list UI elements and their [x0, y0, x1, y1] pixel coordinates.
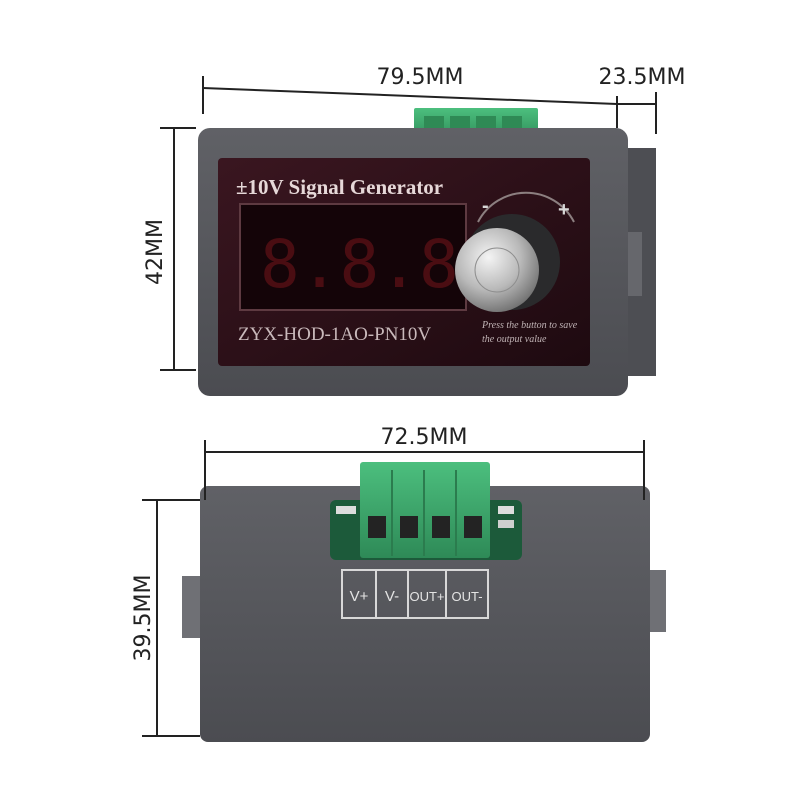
- side-clip: [626, 232, 642, 296]
- pcb-component: [498, 520, 514, 528]
- dimension-bottom-height: 39.5MM: [131, 499, 200, 737]
- terminal-label-vplus: V+: [350, 588, 369, 605]
- terminal-screw: [432, 516, 450, 538]
- knob-arc: [477, 191, 575, 223]
- dim-bottom-width-label: 72.5MM: [381, 425, 468, 450]
- dimension-bottom-width: 72.5MM: [204, 425, 645, 500]
- terminal-screw: [368, 516, 386, 538]
- knob-minus-label: -: [482, 195, 489, 217]
- terminal-label-vminus: V-: [385, 588, 399, 605]
- panel-note-line2: the output value: [482, 334, 547, 345]
- pcb-component: [336, 506, 356, 514]
- rear-clip-left: [182, 576, 204, 638]
- pcb-component: [498, 506, 514, 514]
- knob-plus-label: +: [558, 199, 570, 221]
- terminal-label-outplus: OUT+: [409, 589, 444, 604]
- terminal-screw: [464, 516, 482, 538]
- dimension-top-depth: 23.5MM: [599, 65, 686, 134]
- dimension-top-width: 79.5MM: [202, 65, 618, 128]
- terminal-label-strip: V+ V- OUT+ OUT-: [341, 569, 489, 619]
- dimension-top-height: 42MM: [143, 127, 196, 371]
- dim-top-depth-label: 23.5MM: [599, 65, 686, 90]
- panel-model: ZYX-HOD-1AO-PN10V: [238, 324, 431, 345]
- terminal-label-outminus: OUT-: [451, 589, 482, 604]
- terminal-screw: [400, 516, 418, 538]
- dim-top-height-label: 42MM: [143, 219, 168, 285]
- knob-ring: [474, 247, 520, 293]
- rear-case: [200, 486, 650, 742]
- dim-bottom-height-label: 39.5MM: [131, 575, 156, 662]
- rear-view: V+ V- OUT+ OUT-: [182, 462, 666, 742]
- panel-title: ±10V Signal Generator: [236, 175, 443, 199]
- knob-icon[interactable]: [455, 228, 539, 312]
- dim-top-width-label: 79.5MM: [377, 65, 464, 90]
- front-view: ±10V Signal Generator 8.8.8.8 - + ZYX-HO…: [198, 108, 656, 396]
- panel-note-line1: Press the button to save: [481, 320, 578, 331]
